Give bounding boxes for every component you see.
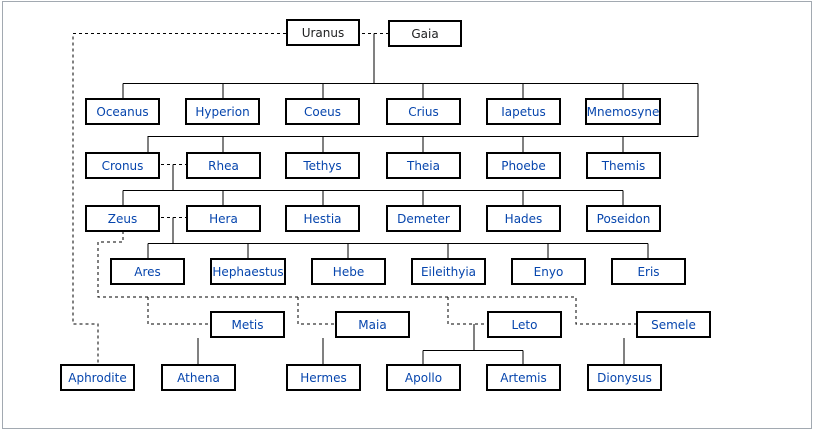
- iapetus-label[interactable]: Iapetus: [501, 104, 546, 119]
- crius-label[interactable]: Crius: [408, 104, 439, 119]
- apollo-label[interactable]: Apollo: [404, 370, 443, 385]
- node-theia[interactable]: Theia: [386, 152, 461, 179]
- hades-label[interactable]: Hades: [504, 211, 543, 226]
- gaia-label[interactable]: Gaia: [411, 26, 439, 41]
- node-cronus[interactable]: Cronus: [85, 152, 160, 179]
- node-ares[interactable]: Ares: [110, 258, 185, 285]
- node-aphrodite[interactable]: Aphrodite: [60, 364, 135, 391]
- node-themis[interactable]: Themis: [586, 152, 661, 179]
- descent-line: [147, 83, 699, 152]
- aphrodite-label[interactable]: Aphrodite: [68, 370, 127, 385]
- node-maia[interactable]: Maia: [335, 311, 410, 338]
- node-zeus[interactable]: Zeus: [85, 205, 160, 232]
- rhea-label[interactable]: Rhea: [208, 158, 239, 173]
- node-mnemosyne[interactable]: Mnemosyne: [585, 98, 661, 125]
- oceanus-label[interactable]: Oceanus: [96, 104, 149, 119]
- node-hera[interactable]: Hera: [186, 205, 261, 232]
- node-coeus[interactable]: Coeus: [285, 98, 360, 125]
- zeus-label[interactable]: Zeus: [107, 211, 138, 226]
- node-hades[interactable]: Hades: [486, 205, 561, 232]
- node-hermes[interactable]: Hermes: [286, 364, 361, 391]
- themis-label[interactable]: Themis: [601, 158, 646, 173]
- maia-label[interactable]: Maia: [358, 317, 387, 332]
- node-eileithyia[interactable]: Eileithyia: [411, 258, 486, 285]
- metis-label[interactable]: Metis: [231, 317, 264, 332]
- node-crius[interactable]: Crius: [386, 98, 461, 125]
- descent-line: [147, 217, 649, 258]
- node-demeter[interactable]: Demeter: [386, 205, 461, 232]
- node-apollo[interactable]: Apollo: [386, 364, 461, 391]
- eileithyia-label[interactable]: Eileithyia: [420, 264, 477, 279]
- hermes-label[interactable]: Hermes: [300, 370, 347, 385]
- dionysus-label[interactable]: Dionysus: [597, 370, 652, 385]
- enyo-label[interactable]: Enyo: [533, 264, 564, 279]
- node-semele[interactable]: Semele: [636, 311, 711, 338]
- node-artemis[interactable]: Artemis: [486, 364, 561, 391]
- node-hyperion[interactable]: Hyperion: [185, 98, 260, 125]
- uranus-label[interactable]: Uranus: [301, 25, 345, 40]
- mnemosyne-label[interactable]: Mnemosyne: [586, 104, 660, 119]
- descent-line: [122, 33, 698, 98]
- node-hestia[interactable]: Hestia: [285, 205, 360, 232]
- node-uranus[interactable]: Uranus: [286, 19, 360, 46]
- poseidon-label[interactable]: Poseidon: [596, 211, 651, 226]
- theia-label[interactable]: Theia: [406, 158, 440, 173]
- hestia-label[interactable]: Hestia: [303, 211, 342, 226]
- node-eris[interactable]: Eris: [611, 258, 686, 285]
- descent-line: [422, 324, 524, 364]
- node-phoebe[interactable]: Phoebe: [486, 152, 561, 179]
- ares-label[interactable]: Ares: [134, 264, 161, 279]
- node-athena[interactable]: Athena: [161, 364, 236, 391]
- artemis-label[interactable]: Artemis: [500, 370, 547, 385]
- hebe-label[interactable]: Hebe: [332, 264, 365, 279]
- demeter-label[interactable]: Demeter: [397, 211, 450, 226]
- node-metis[interactable]: Metis: [210, 311, 285, 338]
- node-rhea[interactable]: Rhea: [186, 152, 261, 179]
- eris-label[interactable]: Eris: [637, 264, 660, 279]
- node-poseidon[interactable]: Poseidon: [586, 205, 661, 232]
- cronus-label[interactable]: Cronus: [101, 158, 144, 173]
- affair-dashed: [97, 231, 636, 325]
- hera-label[interactable]: Hera: [209, 211, 238, 226]
- semele-label[interactable]: Semele: [651, 317, 696, 332]
- coeus-label[interactable]: Coeus: [304, 104, 341, 119]
- descent-line: [122, 164, 624, 205]
- node-hephaestus[interactable]: Hephaestus: [210, 258, 286, 285]
- phoebe-label[interactable]: Phoebe: [501, 158, 546, 173]
- node-dionysus[interactable]: Dionysus: [587, 364, 662, 391]
- node-iapetus[interactable]: Iapetus: [486, 98, 561, 125]
- athena-label[interactable]: Athena: [177, 370, 220, 385]
- node-leto[interactable]: Leto: [487, 311, 562, 338]
- connector-lines: [72, 33, 699, 364]
- node-oceanus[interactable]: Oceanus: [85, 98, 160, 125]
- leto-label[interactable]: Leto: [511, 317, 538, 332]
- hyperion-label[interactable]: Hyperion: [195, 104, 250, 119]
- node-hebe[interactable]: Hebe: [311, 258, 386, 285]
- node-enyo[interactable]: Enyo: [511, 258, 586, 285]
- tethys-label[interactable]: Tethys: [303, 158, 342, 173]
- descent-dashed: [72, 33, 286, 364]
- hephaestus-label[interactable]: Hephaestus: [212, 264, 284, 279]
- node-tethys[interactable]: Tethys: [285, 152, 360, 179]
- node-gaia[interactable]: Gaia: [388, 20, 462, 47]
